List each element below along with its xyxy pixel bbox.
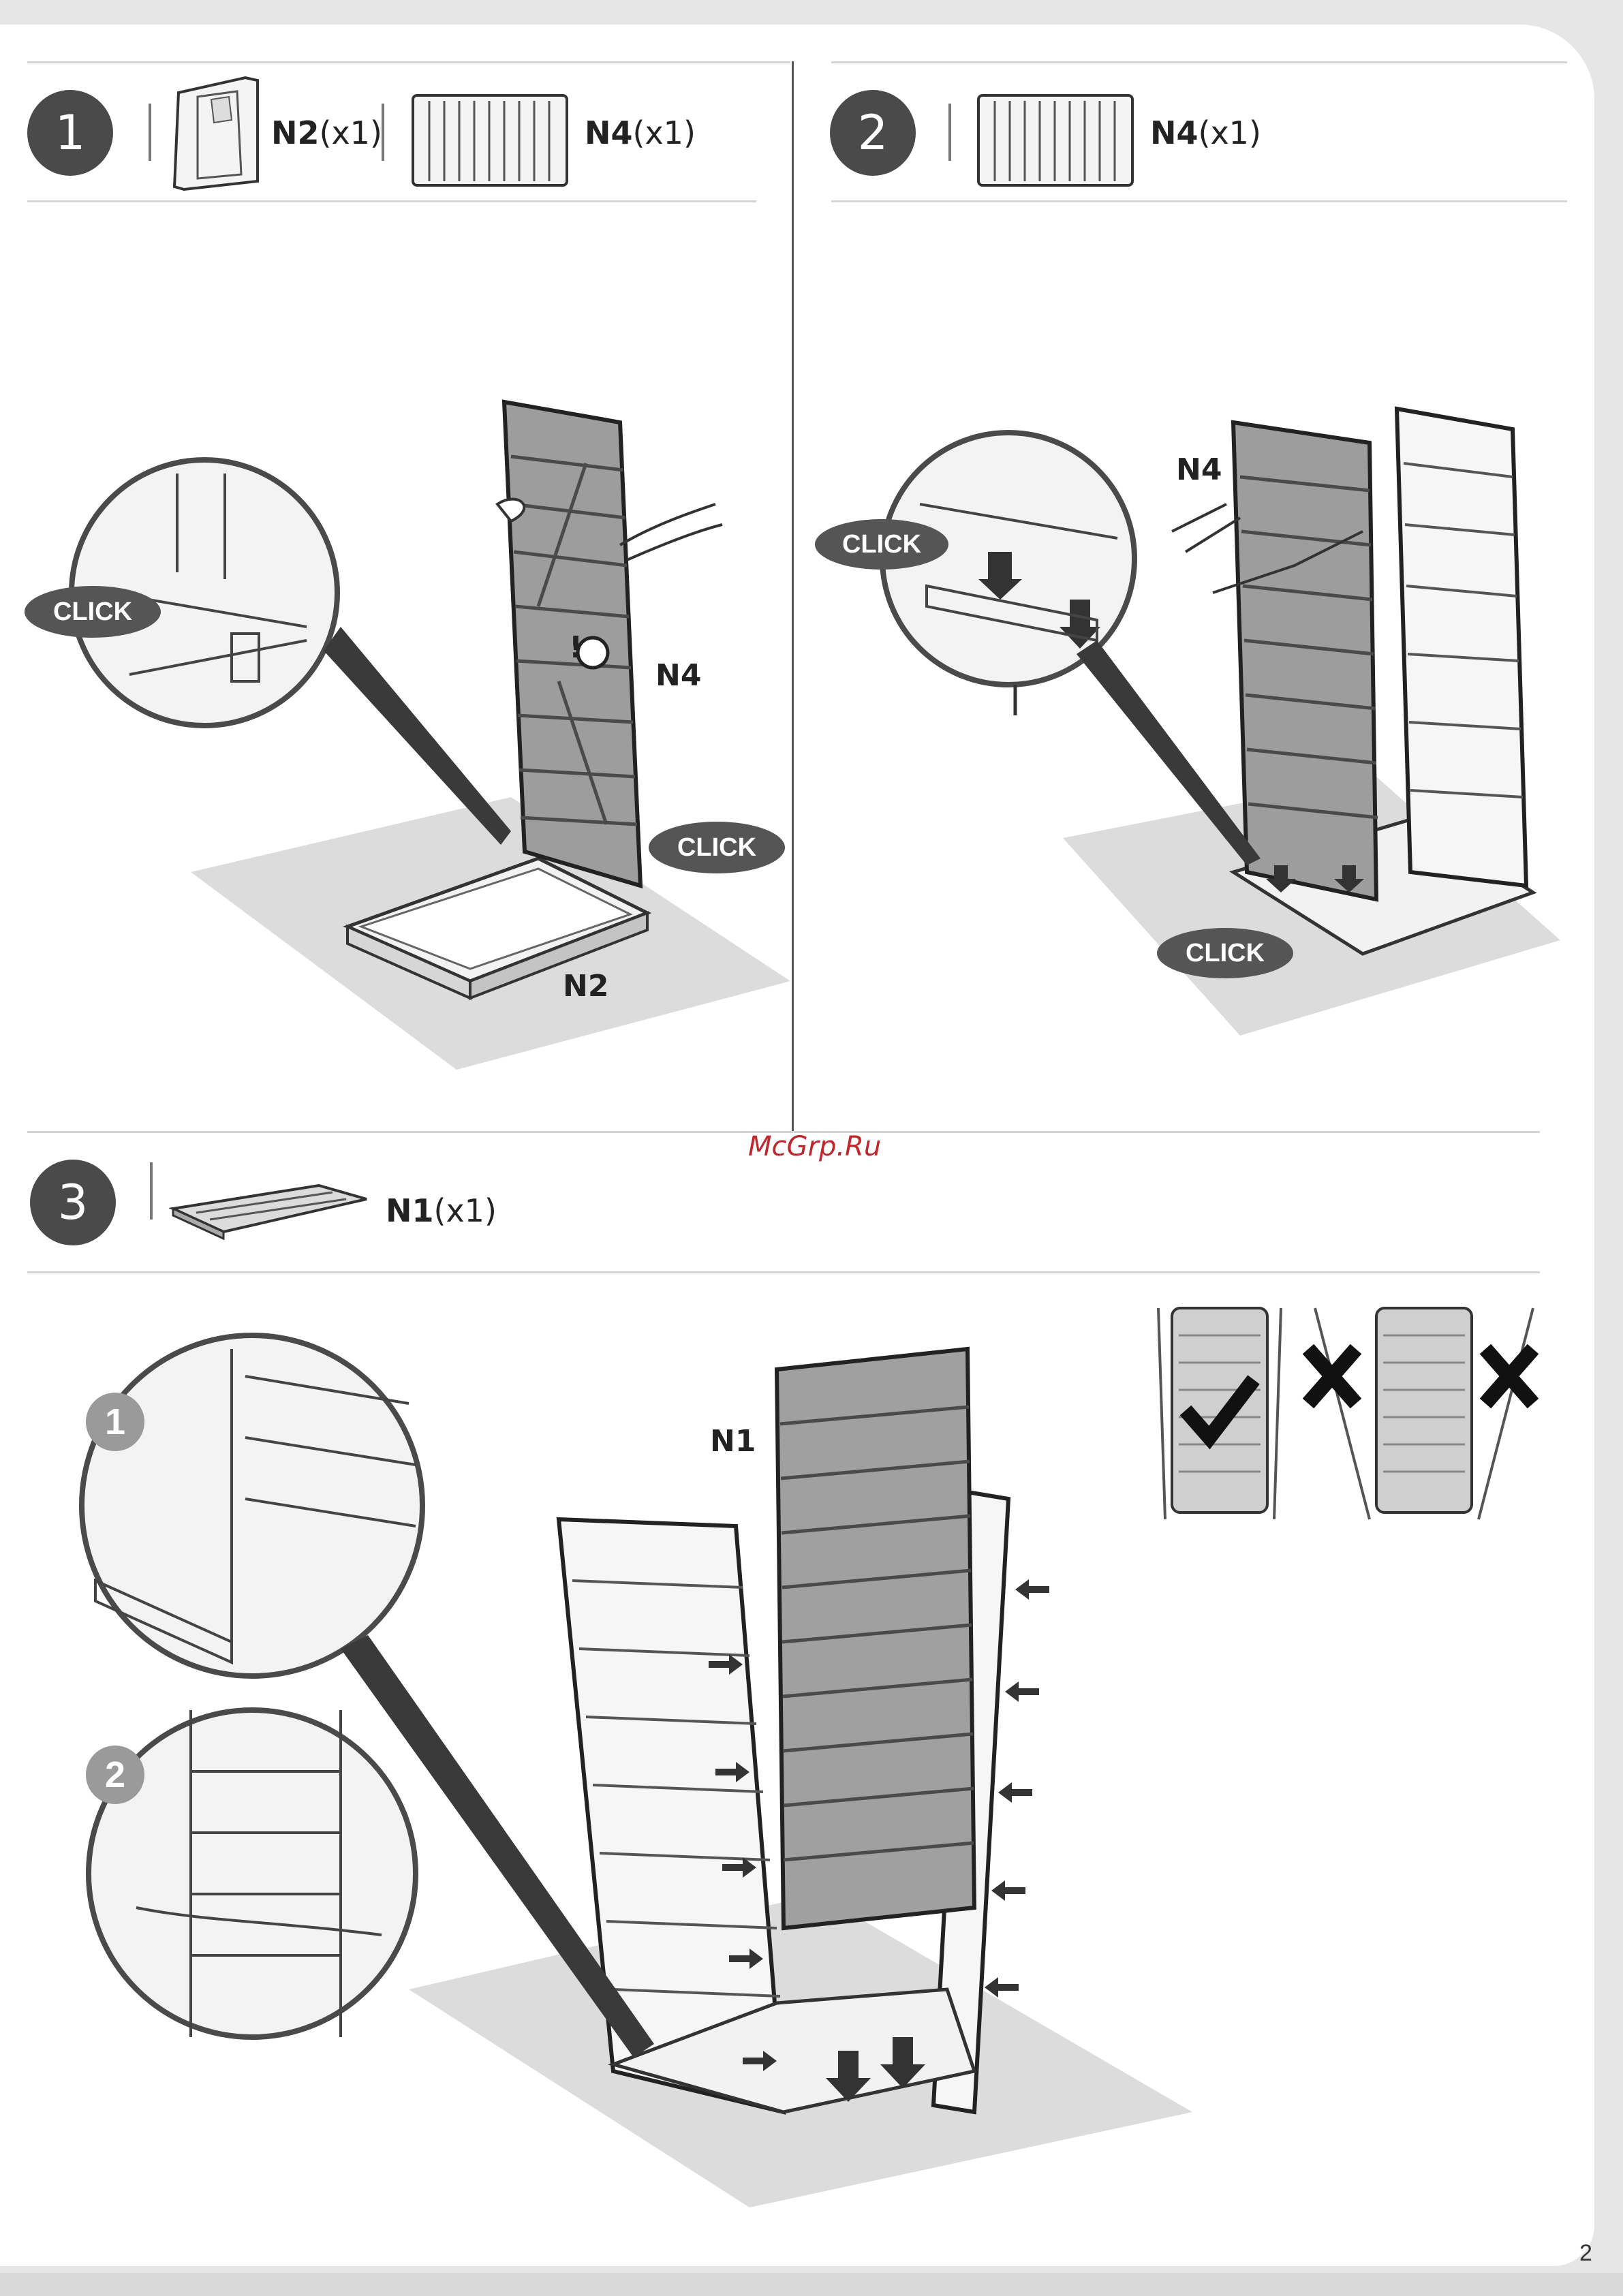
page-number: 2 [1579,2240,1592,2267]
step1-part1-code: N2 [271,114,320,151]
step2-click-callout-2: CLICK [1157,928,1293,978]
base-tray-icon [170,72,266,192]
step1-part2-code: N4 [585,114,633,151]
step3-panel-code: N1 [710,1424,756,1459]
step1-part1-count: (x1) [320,114,382,151]
step1-part1-qty: N2(x1) [271,114,382,151]
step3-illustration [68,1322,1226,2207]
page-bottom-band [0,2273,1623,2296]
svg-text:!: ! [569,630,583,665]
step2-top-rule [831,61,1567,63]
step3-bottom-rule [27,1271,1540,1273]
step1-base-code: N2 [563,969,608,1004]
step1-click-callout-2: CLICK [649,822,785,873]
column-divider [792,61,794,1131]
step2-bottom-rule [831,200,1567,202]
zoom-pointer [324,627,511,845]
step3-part1-count: (x1) [434,1192,497,1229]
step3-panel-label: N1 [710,1424,756,1459]
lid-panel [777,1349,974,1928]
step1-click-callout-1: CLICK [25,586,161,638]
step1-separator-2 [382,104,384,161]
step1-panel-label: N4 [655,658,701,693]
detail-badge-2: 2 [86,1746,144,1804]
step3-separator [150,1162,153,1220]
step1-number: 1 [27,90,113,176]
step1-part2-count: (x1) [633,114,696,151]
lid-panel-icon [169,1179,373,1240]
step3-detail-zoom-1 [82,1335,422,1676]
step2-part1-qty: N4(x1) [1150,114,1261,151]
wall-panel [1233,422,1378,899]
hand-right [620,504,722,560]
detail-badge-1: 1 [86,1393,144,1451]
step1-separator [149,104,151,161]
mounted-wall-panel [1397,409,1526,886]
orientation-guide [1151,1294,1560,1533]
step2-number: 2 [830,90,916,176]
step2-panel-label: N4 [1176,452,1222,487]
step3-number: 3 [30,1160,116,1245]
step3-part1-qty: N1(x1) [386,1192,497,1229]
step2-panel-code: N4 [1176,452,1222,487]
step1-panel-code: N4 [655,658,701,693]
step1-bottom-rule [27,200,756,202]
step1-top-rule [27,61,790,63]
step1-base-label: N2 [563,969,608,1004]
step1-illustration: ! [20,382,790,1070]
step2-click-callout-1: CLICK [815,519,948,570]
wall-panel: ! [504,402,640,886]
incorrect-orientation [1308,1308,1533,1519]
step2-part1-count: (x1) [1199,114,1261,151]
wall-panel-icon [409,89,572,191]
step3-top-rule [27,1131,1540,1133]
step2-separator [948,104,951,161]
wall-panel-icon [974,89,1138,191]
watermark: McGrp.Ru [748,1131,881,1162]
step1-part2-qty: N4(x1) [585,114,696,151]
step3-part1-code: N1 [386,1192,434,1229]
step2-part1-code: N4 [1150,114,1199,151]
correct-orientation [1158,1308,1281,1519]
